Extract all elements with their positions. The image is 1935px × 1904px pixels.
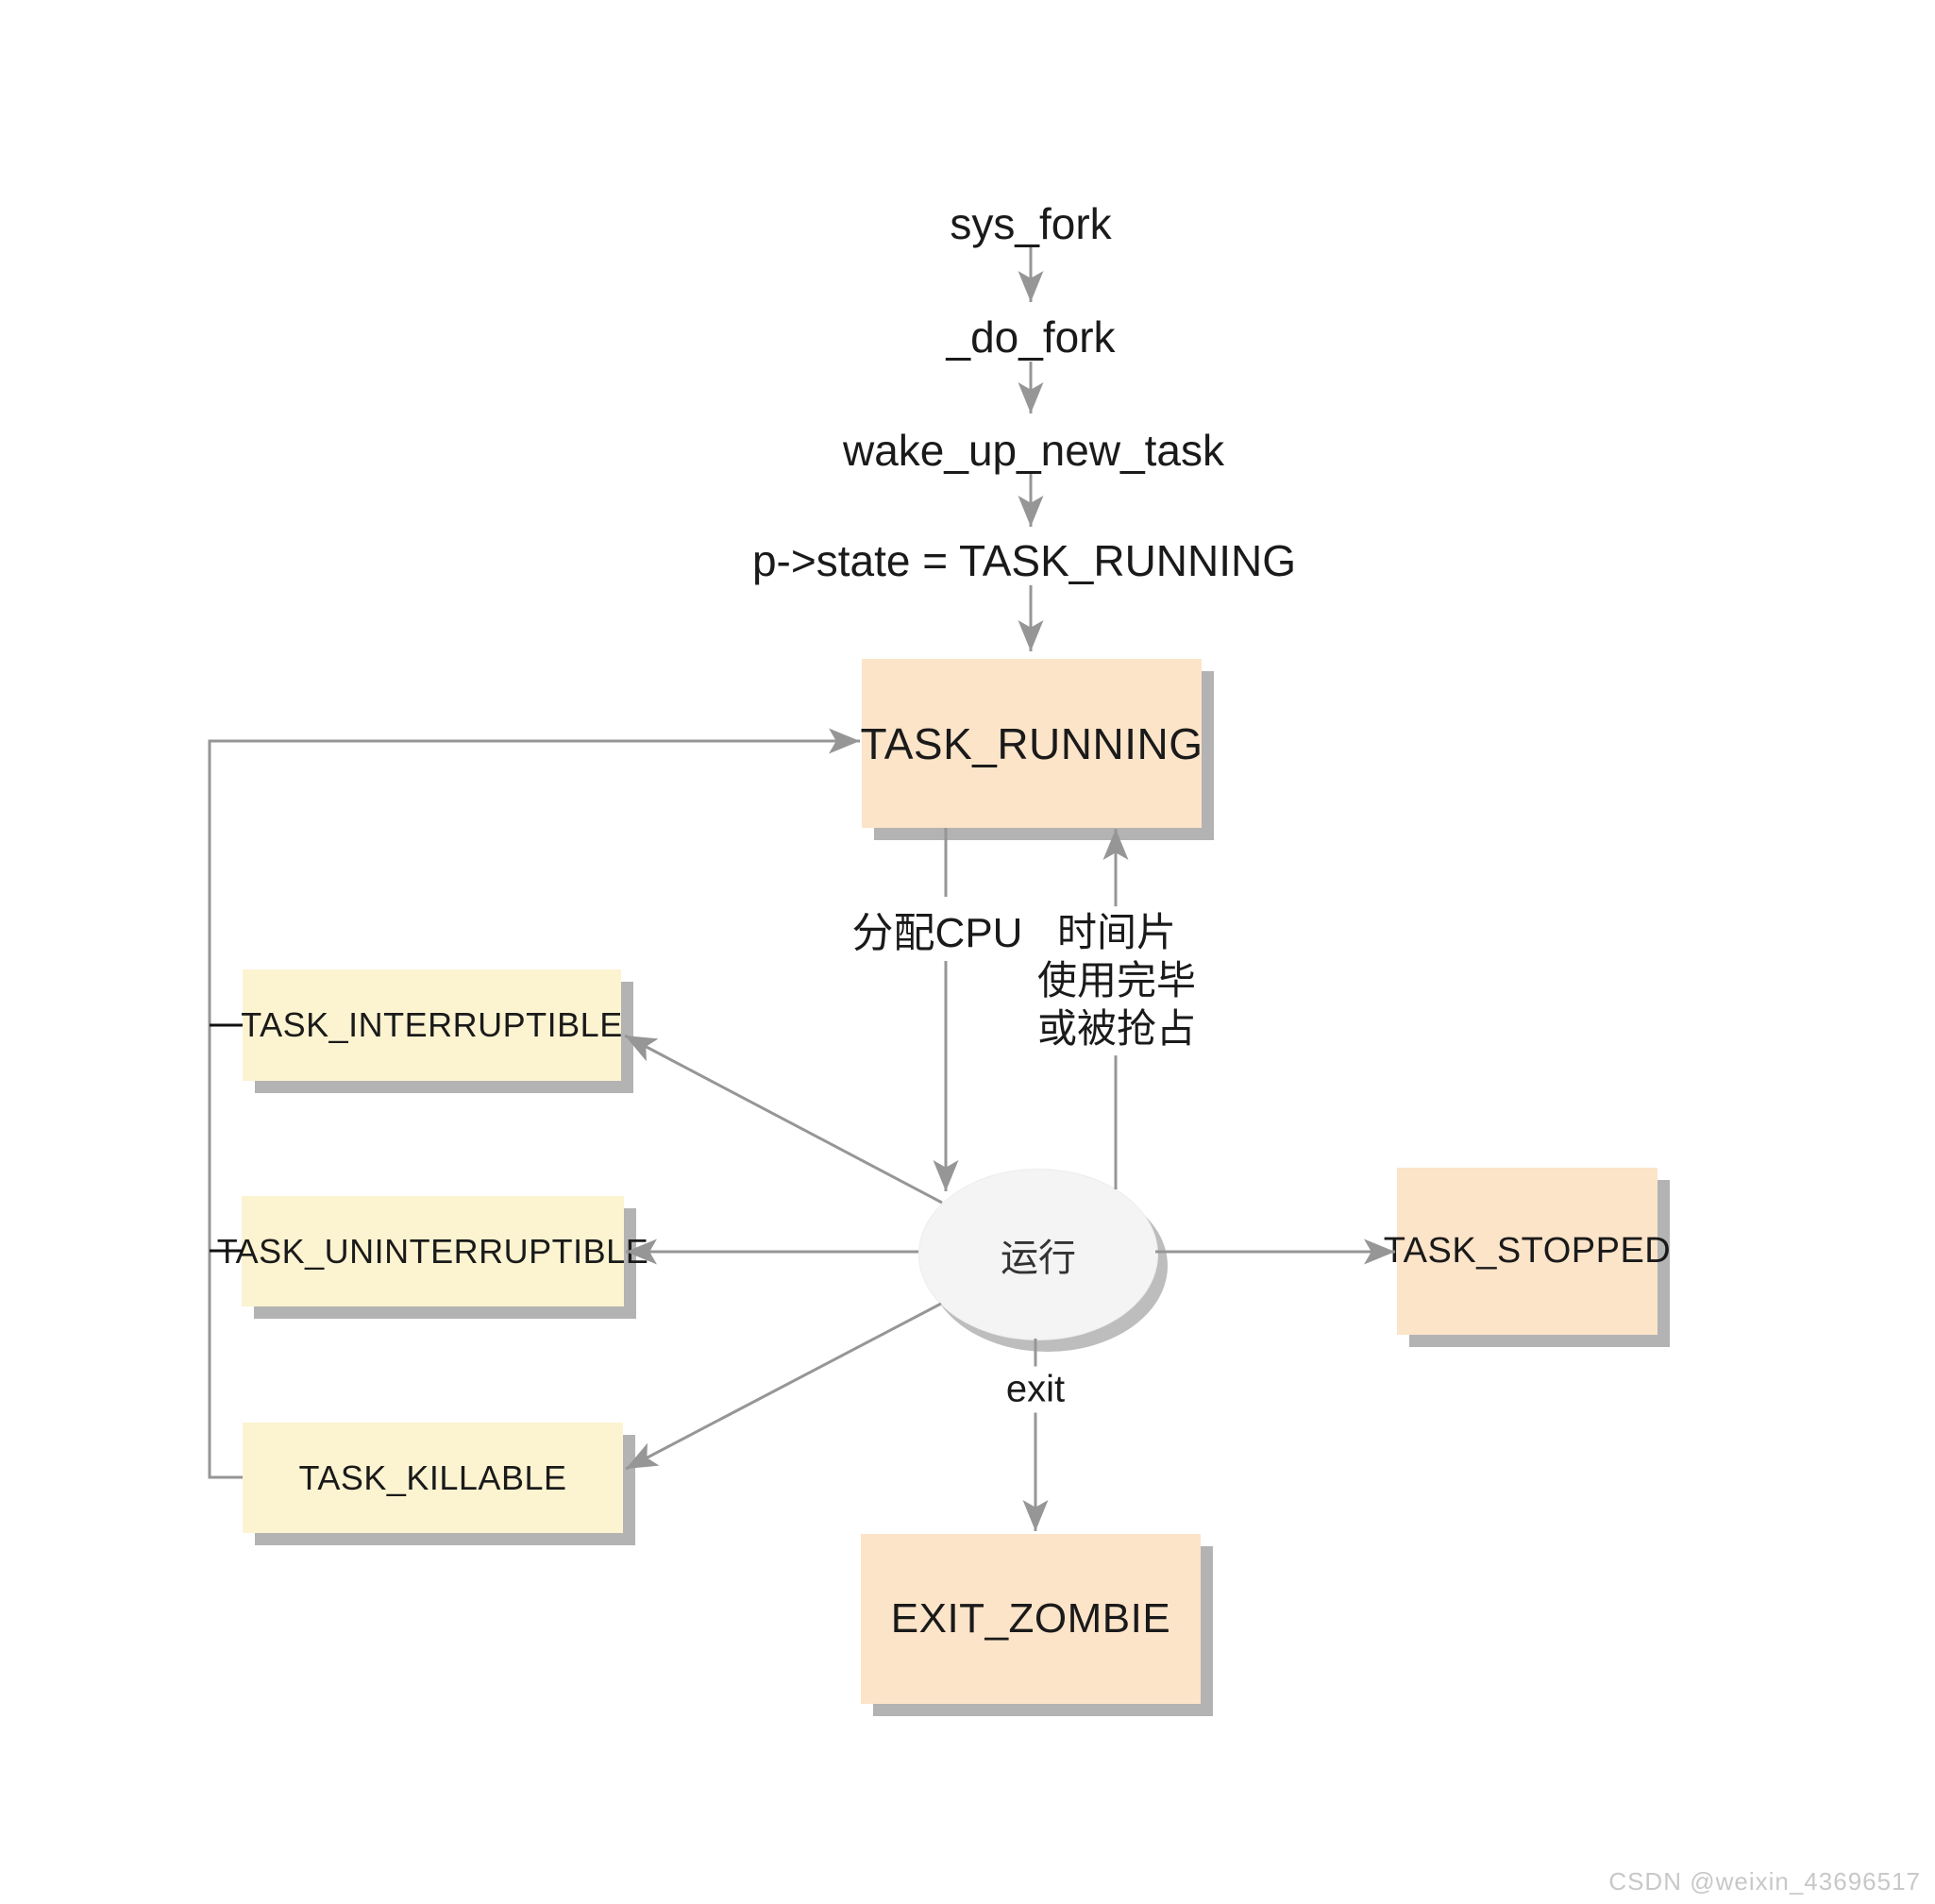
edge-label-timeslice: 时间片 使用完毕 或被抢占 [1029,906,1204,1055]
edge-left-rail-to-taskrunning [208,728,860,1479]
node-task-interruptible: TASK_INTERRUPTIBLE [241,969,622,1081]
node-task-killable: TASK_KILLABLE [243,1423,623,1533]
label-sys-fork: sys_fork [950,199,1112,248]
node-running-ellipse: 运行 [918,1169,1158,1340]
node-exit-zombie: EXIT_ZOMBIE [861,1534,1201,1704]
edge-label-allocate-cpu: 分配CPU [844,897,1031,961]
watermark: CSDN @weixin_43696517 [1608,1867,1921,1896]
edge-label-exit: exit [998,1366,1073,1413]
label-wake-up-new-task: wake_up_new_task [842,426,1225,475]
node-task-uninterruptible: TASK_UNINTERRUPTIBLE [217,1196,648,1306]
node-task-running: TASK_RUNNING [861,659,1203,828]
edge-label-timeslice-line2: 使用完毕 [1036,958,1197,1003]
node-task-stopped: TASK_STOPPED [1384,1168,1671,1335]
label-do-fork: _do_fork [946,312,1116,362]
edge-task-interruptible [624,1034,943,1205]
edge-label-timeslice-line1: 时间片 [1056,910,1177,955]
label-set-task-running: p->state = TASK_RUNNING [751,536,1297,585]
edge-task-killable [625,1302,942,1471]
edge-label-timeslice-line3: 或被抢占 [1036,1006,1197,1052]
